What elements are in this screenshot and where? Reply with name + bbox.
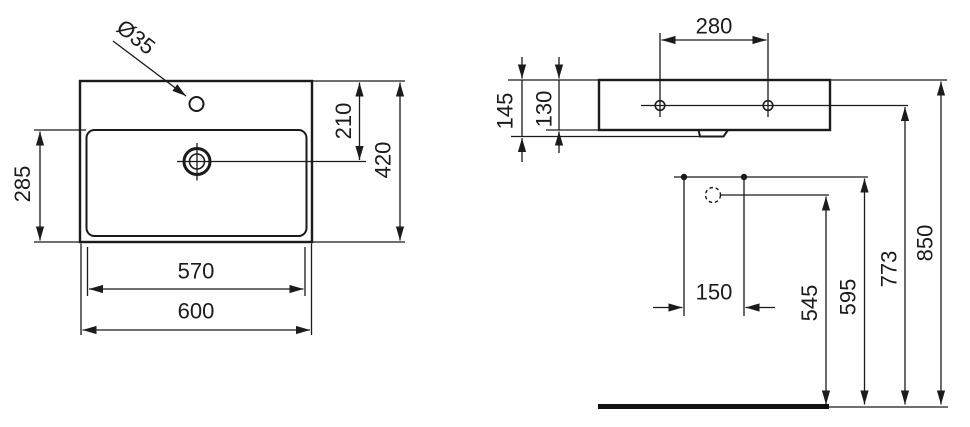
dim-label-basin-width: 570 (178, 259, 215, 284)
dim-outlet-spacing: 150 (653, 280, 775, 312)
side-view: 280 145 130 150 (493, 14, 948, 409)
dim-edge-height: 145 (493, 57, 527, 162)
dim-fixing-hole-spacing: 280 (659, 14, 769, 117)
dim-basin-depth: 285 (10, 129, 86, 243)
dim-label-fixing-hole-spacing: 280 (696, 14, 733, 39)
dim-basin-width: 570 (86, 247, 306, 296)
dim-supply-height: 595 (836, 178, 869, 405)
dim-overall-depth: 420 (371, 82, 405, 241)
leader-line (112, 40, 187, 97)
waste-outlet-dashed-circle (704, 186, 722, 204)
dim-label-basin-depth: 285 (10, 166, 35, 203)
dim-label-trap-outlet-height: 545 (797, 285, 822, 322)
dim-drain-position: 210 (312, 80, 405, 243)
dim-label-fixing-hole-height: 773 (877, 251, 902, 288)
basin-body-outline (597, 78, 832, 132)
dim-label-edge-height: 145 (493, 93, 518, 130)
dim-label-ceramic-height: 130 (532, 91, 557, 128)
dim-rim-height: 850 (913, 81, 946, 405)
faucet-hole (188, 96, 205, 112)
dim-label-overall-depth: 420 (371, 142, 396, 179)
dim-overall-width: 600 (80, 243, 313, 335)
dim-ceramic-height: 130 (532, 57, 564, 153)
dim-label-overall-width: 600 (178, 299, 215, 324)
dim-label-supply-height: 595 (836, 279, 861, 316)
dim-label-drain-position: 210 (331, 103, 356, 140)
dim-trap-outlet-height: 545 (797, 196, 831, 405)
dim-label-outlet-spacing: 150 (696, 280, 733, 305)
dim-faucet-hole: Ø35 (112, 14, 187, 97)
dim-fixing-hole-height: 773 (877, 107, 910, 405)
basin-outline (85, 129, 308, 237)
top-view: Ø35 285 210 420 570 (10, 14, 405, 335)
dim-label-rim-height: 850 (913, 225, 938, 262)
dim-label-faucet-hole: Ø35 (112, 14, 160, 59)
drain-symbol (177, 143, 366, 181)
overflow-tab-outline (697, 129, 729, 138)
